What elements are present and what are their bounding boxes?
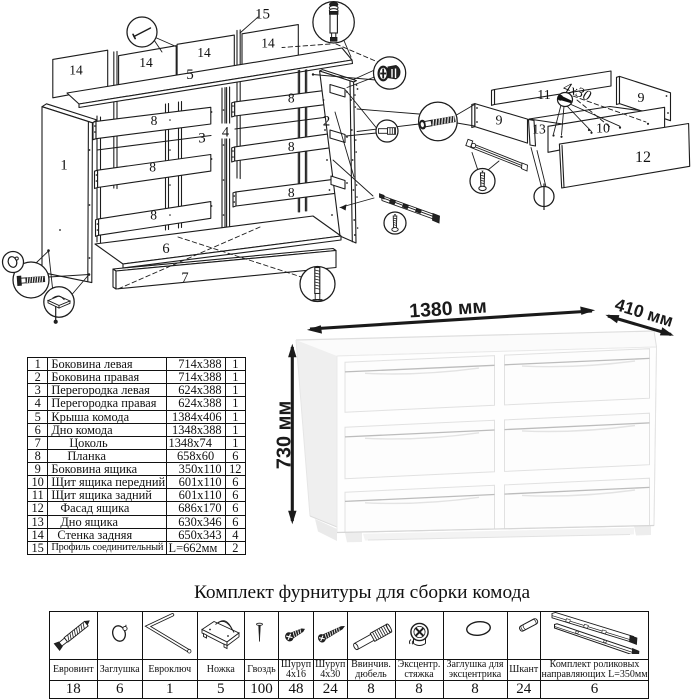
svg-text:13: 13 xyxy=(532,122,546,137)
svg-text:6: 6 xyxy=(162,241,169,257)
svg-text:730 мм: 730 мм xyxy=(273,401,295,470)
svg-text:10: 10 xyxy=(596,122,610,137)
svg-text:4: 4 xyxy=(222,125,230,141)
svg-text:9: 9 xyxy=(638,91,645,106)
svg-text:14: 14 xyxy=(261,36,275,51)
svg-text:11: 11 xyxy=(537,88,550,103)
svg-text:8: 8 xyxy=(288,185,295,200)
svg-text:14: 14 xyxy=(69,63,83,78)
svg-text:14: 14 xyxy=(197,45,211,60)
svg-text:7: 7 xyxy=(181,270,188,286)
svg-text:9: 9 xyxy=(496,114,503,129)
svg-text:2: 2 xyxy=(323,114,331,130)
svg-text:8: 8 xyxy=(150,208,157,223)
svg-text:1: 1 xyxy=(60,158,68,174)
svg-text:3: 3 xyxy=(198,131,205,147)
svg-text:1380 мм: 1380 мм xyxy=(409,296,488,323)
svg-text:8: 8 xyxy=(149,160,156,175)
svg-text:5: 5 xyxy=(186,67,194,83)
svg-text:8: 8 xyxy=(151,113,158,128)
svg-text:14: 14 xyxy=(139,55,153,70)
svg-text:8: 8 xyxy=(288,139,295,154)
svg-text:8: 8 xyxy=(288,91,295,106)
svg-text:12: 12 xyxy=(635,149,651,166)
svg-text:15: 15 xyxy=(255,7,270,23)
